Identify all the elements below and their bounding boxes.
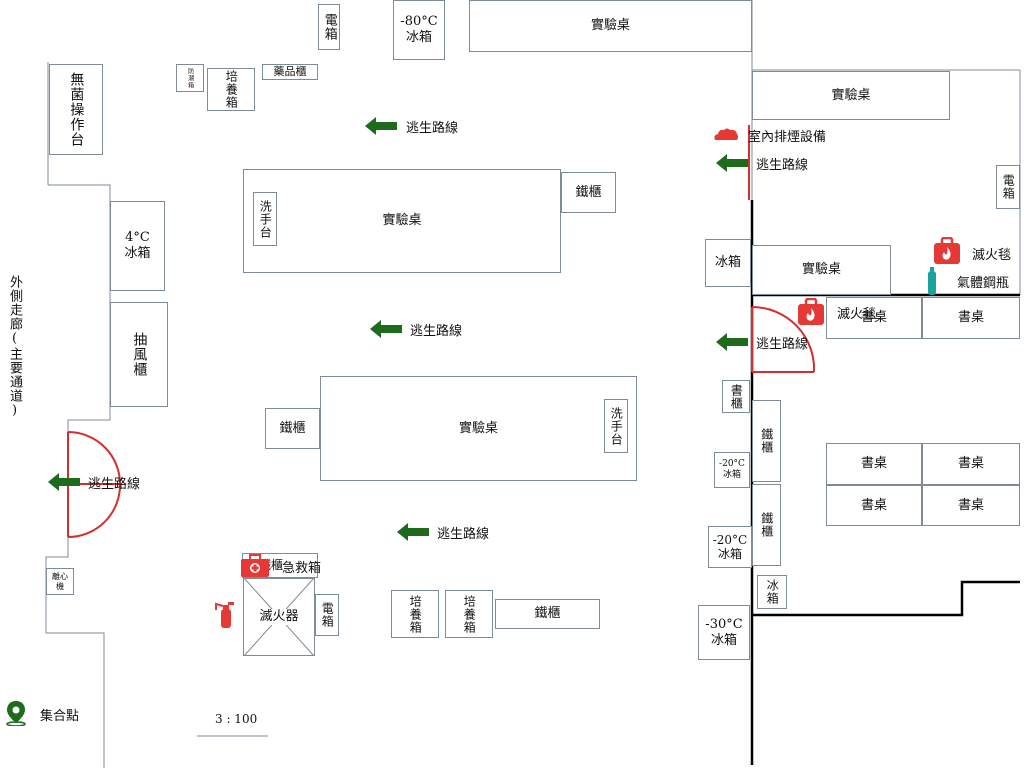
freezer-minus-20-b: -20°C 冰箱 xyxy=(708,526,752,568)
iron-cabinet-r2: 鐵櫃 xyxy=(752,484,781,566)
incubator-bottom-1: 培養箱 xyxy=(391,590,439,638)
power-box-top: 電箱 xyxy=(318,4,340,50)
exit-arrow-icon xyxy=(716,333,748,351)
smoke-exhaust-label: 室內排煙設備 xyxy=(748,130,827,145)
desk-1: 書桌 xyxy=(826,297,922,339)
lab-bench-right-mid: 實驗桌 xyxy=(752,245,891,295)
incubator-top: 培養箱 xyxy=(207,68,255,111)
sink-right: 洗手台 xyxy=(604,399,628,453)
gas-cylinder-label: 氣體鋼瓶 xyxy=(957,276,1010,291)
lab-bench-right-top: 實驗桌 xyxy=(752,71,950,120)
moisture-cabinet: 防潮箱 xyxy=(176,64,204,92)
exit-arrow-icon xyxy=(370,320,402,338)
freezer-minus-20-a: -20°C 冰箱 xyxy=(714,452,750,488)
exit-route-label: 逃生路線 xyxy=(437,527,490,542)
sink-left: 洗手台 xyxy=(253,192,277,246)
power-box-bottom: 電箱 xyxy=(315,594,339,636)
desk-6: 書桌 xyxy=(922,485,1020,526)
fridge-right: 冰箱 xyxy=(705,239,751,287)
exit-route-label: 逃生路線 xyxy=(410,324,463,339)
exit-arrow-icon xyxy=(397,523,429,541)
power-box-right: 電箱 xyxy=(996,165,1020,209)
lab-bench-center: 實驗桌 xyxy=(243,169,561,273)
smoke-exhaust-icon xyxy=(714,128,738,140)
gas-cylinder-icon xyxy=(928,267,936,295)
freezer-minus-30: -30°C 冰箱 xyxy=(698,605,750,660)
corridor-label: 外側走廊(主要通道) xyxy=(7,275,22,419)
fridge-right-low: 冰箱 xyxy=(757,575,787,609)
scale-label: 3 : 100 xyxy=(215,712,258,726)
bookcase: 書櫃 xyxy=(722,380,750,413)
desk-4: 書桌 xyxy=(922,443,1020,485)
exit-arrow-icon xyxy=(48,473,80,491)
exit-route-label: 逃生路線 xyxy=(756,158,809,173)
exit-route-label: 逃生路線 xyxy=(756,337,809,352)
incubator-bottom-2: 培養箱 xyxy=(445,590,493,638)
fire-blanket-label: 滅火毯 xyxy=(972,248,1012,263)
fire-extinguisher-station: 滅火器 xyxy=(243,578,315,656)
iron-cabinet-bottom-right: 鐵櫃 xyxy=(495,599,600,629)
lab-bench-top: 實驗桌 xyxy=(469,0,752,52)
fridge-4c: 4°C 冰箱 xyxy=(110,201,165,291)
centrifuge: 離心機 xyxy=(46,568,74,595)
fume-hood: 抽風櫃 xyxy=(110,302,168,407)
desk-5: 書桌 xyxy=(826,485,922,526)
fire-extinguisher-icon xyxy=(215,602,234,628)
exit-route-label: 逃生路線 xyxy=(88,477,141,492)
lab-bench-lower: 實驗桌 xyxy=(320,376,637,481)
fire-blanket-label: 滅火毯 xyxy=(837,307,877,322)
assembly-point-label: 集合點 xyxy=(40,709,80,724)
first-aid-label: 急救箱 xyxy=(282,561,322,576)
iron-cabinet-r1: 鐵櫃 xyxy=(752,400,781,482)
iron-cabinet-center: 鐵櫃 xyxy=(561,172,616,213)
freezer-minus-80: -80°C 冰箱 xyxy=(393,0,445,60)
fire-blanket-icon xyxy=(798,298,824,325)
desk-2: 書桌 xyxy=(922,297,1020,339)
sterile-bench: 無菌操作台 xyxy=(49,64,103,155)
exit-arrow-icon xyxy=(716,154,748,172)
exit-arrow-icon xyxy=(365,117,397,135)
exit-route-label: 逃生路線 xyxy=(406,121,459,136)
fire-extinguisher-station-label: 滅火器 xyxy=(259,609,299,625)
fire-blanket-icon xyxy=(934,237,960,264)
desk-3: 書桌 xyxy=(826,443,922,485)
chemical-cabinet: 藥品櫃 xyxy=(262,64,318,80)
iron-cabinet-left: 鐵櫃 xyxy=(265,408,320,449)
first-aid-kit-icon xyxy=(241,554,269,577)
location-pin-icon xyxy=(6,701,26,726)
